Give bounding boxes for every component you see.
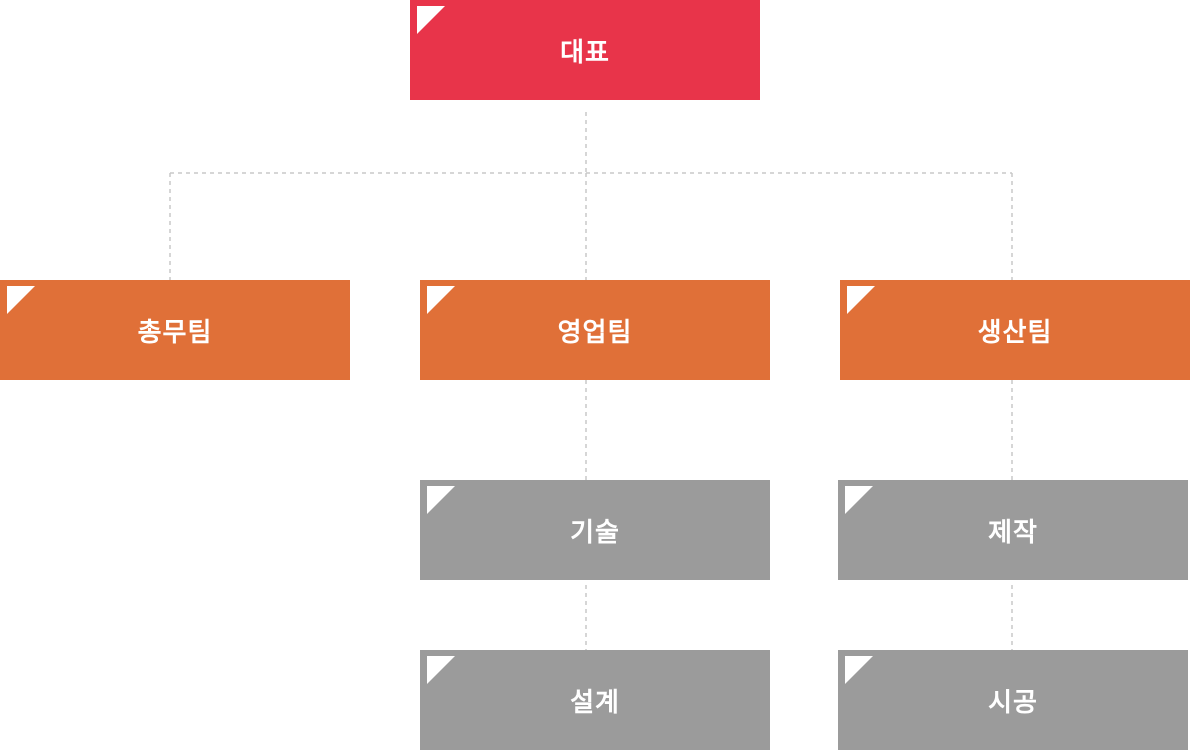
node-unit-build[interactable]: 시공 — [838, 650, 1188, 750]
node-team-sales[interactable]: 영업팀 — [420, 280, 770, 380]
corner-fold-icon — [417, 6, 445, 34]
node-label: 제작 — [988, 517, 1038, 548]
node-label: 생산팀 — [977, 317, 1053, 348]
node-unit-make[interactable]: 제작 — [838, 480, 1188, 580]
node-label: 총무팀 — [137, 317, 213, 348]
corner-fold-icon — [427, 486, 455, 514]
corner-fold-icon — [7, 286, 35, 314]
node-label: 대표 — [560, 37, 610, 68]
node-label: 시공 — [988, 687, 1038, 718]
corner-fold-icon — [845, 656, 873, 684]
node-unit-design[interactable]: 설계 — [420, 650, 770, 750]
node-team-admin[interactable]: 총무팀 — [0, 280, 350, 380]
node-team-production[interactable]: 생산팀 — [840, 280, 1190, 380]
corner-fold-icon — [427, 656, 455, 684]
node-label: 영업팀 — [557, 317, 633, 348]
node-ceo[interactable]: 대표 — [410, 0, 760, 100]
corner-fold-icon — [847, 286, 875, 314]
corner-fold-icon — [427, 286, 455, 314]
node-label: 기술 — [570, 517, 620, 548]
corner-fold-icon — [845, 486, 873, 514]
node-unit-tech[interactable]: 기술 — [420, 480, 770, 580]
node-label: 설계 — [570, 687, 620, 718]
